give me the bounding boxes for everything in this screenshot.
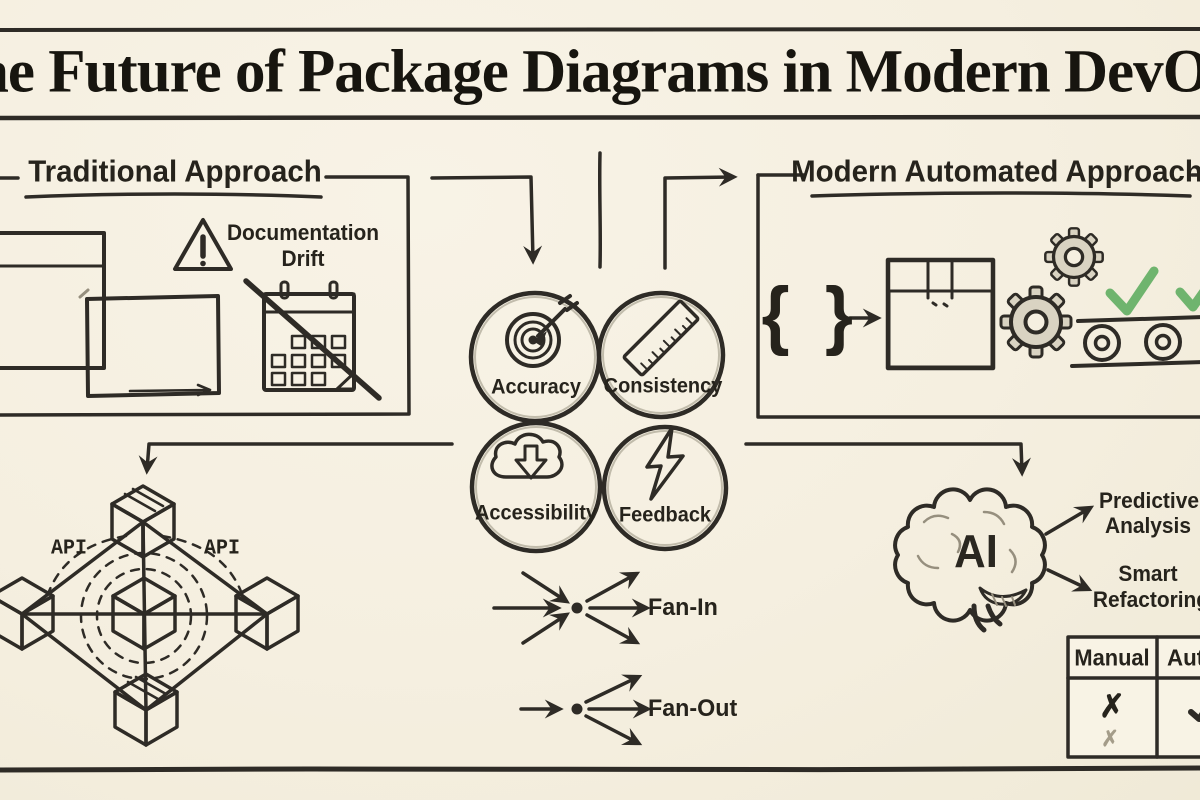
strikethrough-line bbox=[243, 278, 382, 401]
quality-label-accuracy: Accuracy bbox=[491, 375, 581, 399]
quality-label-feedback: Feedback bbox=[618, 503, 712, 527]
page-title: The Future of Package Diagrams in Modern… bbox=[0, 38, 1200, 106]
api-label-left: API bbox=[51, 537, 87, 561]
ai-brain-icon bbox=[893, 487, 1047, 633]
target-icon bbox=[505, 294, 579, 368]
traditional-section-box bbox=[0, 175, 411, 417]
fan-out-label: Fan-Out bbox=[648, 695, 738, 722]
calendar-icon bbox=[243, 278, 382, 401]
inner-dashed-circle bbox=[95, 567, 193, 665]
table-cell-manual-x-faded: ✗ bbox=[1101, 726, 1119, 751]
traditional-heading: Traditional Approach bbox=[28, 153, 322, 189]
fan-in-diagram bbox=[492, 571, 651, 645]
ruler-icon bbox=[622, 299, 700, 377]
top-connector-arrows bbox=[430, 151, 738, 270]
document-card bbox=[78, 288, 221, 398]
ai-label: AI bbox=[954, 525, 998, 577]
documentation-drift-line2: Drift bbox=[281, 246, 325, 271]
mid-connector-arrows bbox=[138, 442, 1031, 477]
api-arc-left bbox=[46, 534, 128, 596]
automated-check-partial bbox=[1188, 709, 1200, 722]
warning-icon bbox=[173, 218, 233, 271]
quality-label-consistency: Consistency bbox=[603, 374, 723, 398]
comparison-table bbox=[1066, 635, 1200, 759]
ai-outcome-arrows bbox=[1044, 505, 1095, 592]
package-box-icon bbox=[885, 257, 996, 371]
arrow-to-package-diagram bbox=[138, 442, 454, 475]
modern-heading: Modern Automated Approach bbox=[791, 153, 1200, 189]
package-dependency-diagram bbox=[0, 486, 300, 745]
predictive-analysis-line2: Analysis bbox=[1105, 513, 1191, 538]
table-header-manual: Manual bbox=[1074, 644, 1150, 671]
page-border-lines bbox=[0, 26, 1200, 773]
checkmark-icons bbox=[1105, 266, 1200, 316]
table-cell-manual-x: ✗ bbox=[1099, 688, 1125, 724]
quality-label-accessibility: Accessibility bbox=[475, 501, 597, 525]
arrow-traditional-to-qualities bbox=[430, 175, 543, 265]
predictive-analysis-line1: Predictive bbox=[1099, 488, 1199, 513]
quality-circles bbox=[468, 290, 729, 554]
fan-in-label: Fan-In bbox=[648, 594, 718, 621]
api-arc-right bbox=[160, 534, 244, 596]
conveyor-belt bbox=[1070, 315, 1200, 368]
arrow-qualities-to-modern bbox=[663, 167, 738, 270]
arrow-to-ai bbox=[744, 442, 1031, 477]
fan-out-diagram bbox=[519, 674, 652, 746]
modern-section-box bbox=[756, 173, 1200, 419]
table-header-automated: Automated bbox=[1167, 644, 1200, 671]
smart-refactoring-line2: Refactoring bbox=[1092, 587, 1200, 612]
cube-top bbox=[112, 486, 174, 557]
center-divider-line bbox=[597, 151, 603, 269]
lightning-icon bbox=[645, 426, 685, 501]
smart-refactoring-line1: Smart bbox=[1118, 561, 1178, 586]
api-label-right: API bbox=[204, 537, 240, 561]
cloud-download-icon bbox=[490, 432, 564, 480]
code-braces: { } bbox=[761, 272, 861, 357]
documentation-drift-line1: Documentation bbox=[226, 220, 380, 245]
dependency-lines bbox=[20, 520, 269, 712]
